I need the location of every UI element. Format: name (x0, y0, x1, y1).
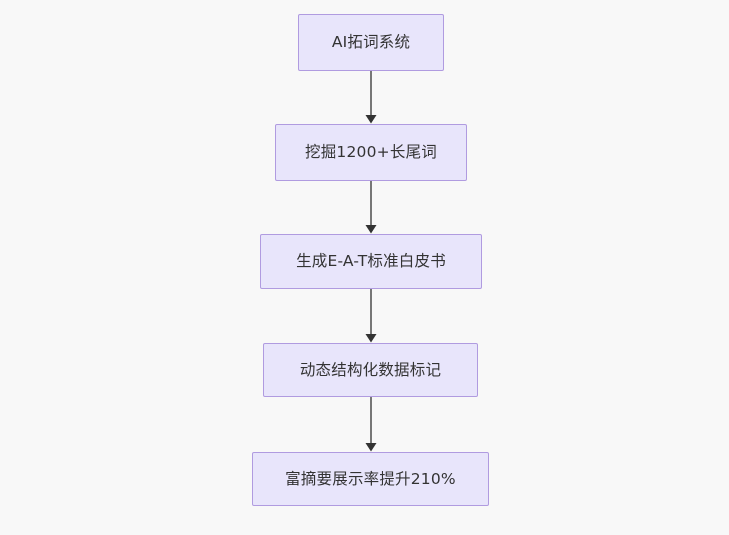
flow-arrow-n2-to-n3 (365, 181, 377, 234)
flow-arrow-n3-to-n4 (365, 289, 377, 343)
flow-arrow-n4-to-n5 (365, 397, 377, 452)
flow-node-n4[interactable]: 动态结构化数据标记 (263, 343, 478, 397)
flow-node-n1[interactable]: AI拓词系统 (298, 14, 444, 71)
flow-node-n5[interactable]: 富摘要展示率提升210% (252, 452, 489, 506)
flow-arrowhead-icon (365, 334, 377, 343)
flow-arrowhead-icon (365, 443, 377, 452)
flow-node-label: 挖掘1200+长尾词 (305, 143, 437, 162)
flow-arrowhead-icon (365, 225, 377, 234)
flow-node-n2[interactable]: 挖掘1200+长尾词 (275, 124, 467, 181)
flow-node-label: 动态结构化数据标记 (299, 360, 442, 379)
flow-node-n3[interactable]: 生成E-A-T标准白皮书 (260, 234, 482, 289)
flow-node-label: AI拓词系统 (331, 33, 411, 52)
flow-node-label: 富摘要展示率提升210% (285, 469, 456, 488)
flow-arrowhead-icon (365, 115, 377, 124)
flow-arrow-n1-to-n2 (365, 71, 377, 124)
flow-node-label: 生成E-A-T标准白皮书 (296, 252, 446, 271)
